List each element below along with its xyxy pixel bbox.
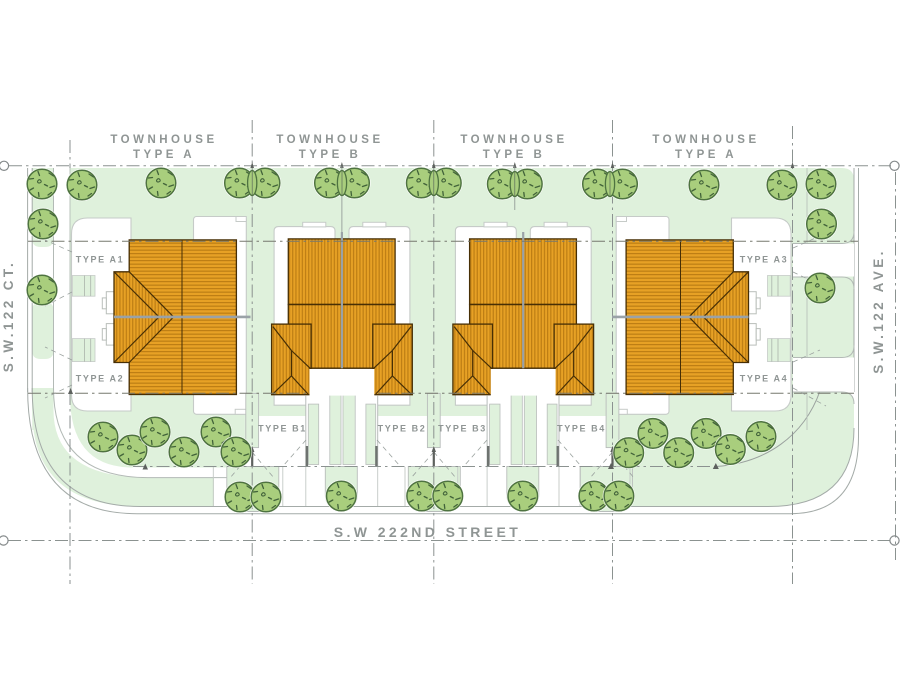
svg-text:TOWNHOUSE: TOWNHOUSE (276, 134, 383, 146)
svg-text:TOWNHOUSE: TOWNHOUSE (460, 134, 567, 146)
svg-text:S.W 222ND STREET: S.W 222ND STREET (334, 524, 521, 540)
svg-text:TYPE A4: TYPE A4 (740, 374, 788, 384)
svg-text:TYPE B1: TYPE B1 (258, 424, 307, 434)
svg-text:TYPE A1: TYPE A1 (76, 255, 124, 265)
svg-text:TYPE B: TYPE B (299, 149, 362, 161)
svg-text:TYPE B2: TYPE B2 (378, 424, 427, 434)
svg-text:TYPE B4: TYPE B4 (557, 424, 606, 434)
svg-text:S.W.122 AVE.: S.W.122 AVE. (871, 248, 886, 374)
svg-text:TYPE A3: TYPE A3 (740, 255, 788, 265)
svg-text:TYPE A: TYPE A (133, 149, 195, 161)
svg-text:TOWNHOUSE: TOWNHOUSE (652, 134, 759, 146)
svg-text:TYPE B3: TYPE B3 (438, 424, 487, 434)
svg-text:TYPE A: TYPE A (675, 149, 737, 161)
svg-text:S.W.122 CT.: S.W.122 CT. (1, 260, 16, 372)
svg-text:TYPE B: TYPE B (483, 149, 546, 161)
svg-text:TYPE A2: TYPE A2 (76, 374, 124, 384)
svg-text:TOWNHOUSE: TOWNHOUSE (110, 134, 217, 146)
